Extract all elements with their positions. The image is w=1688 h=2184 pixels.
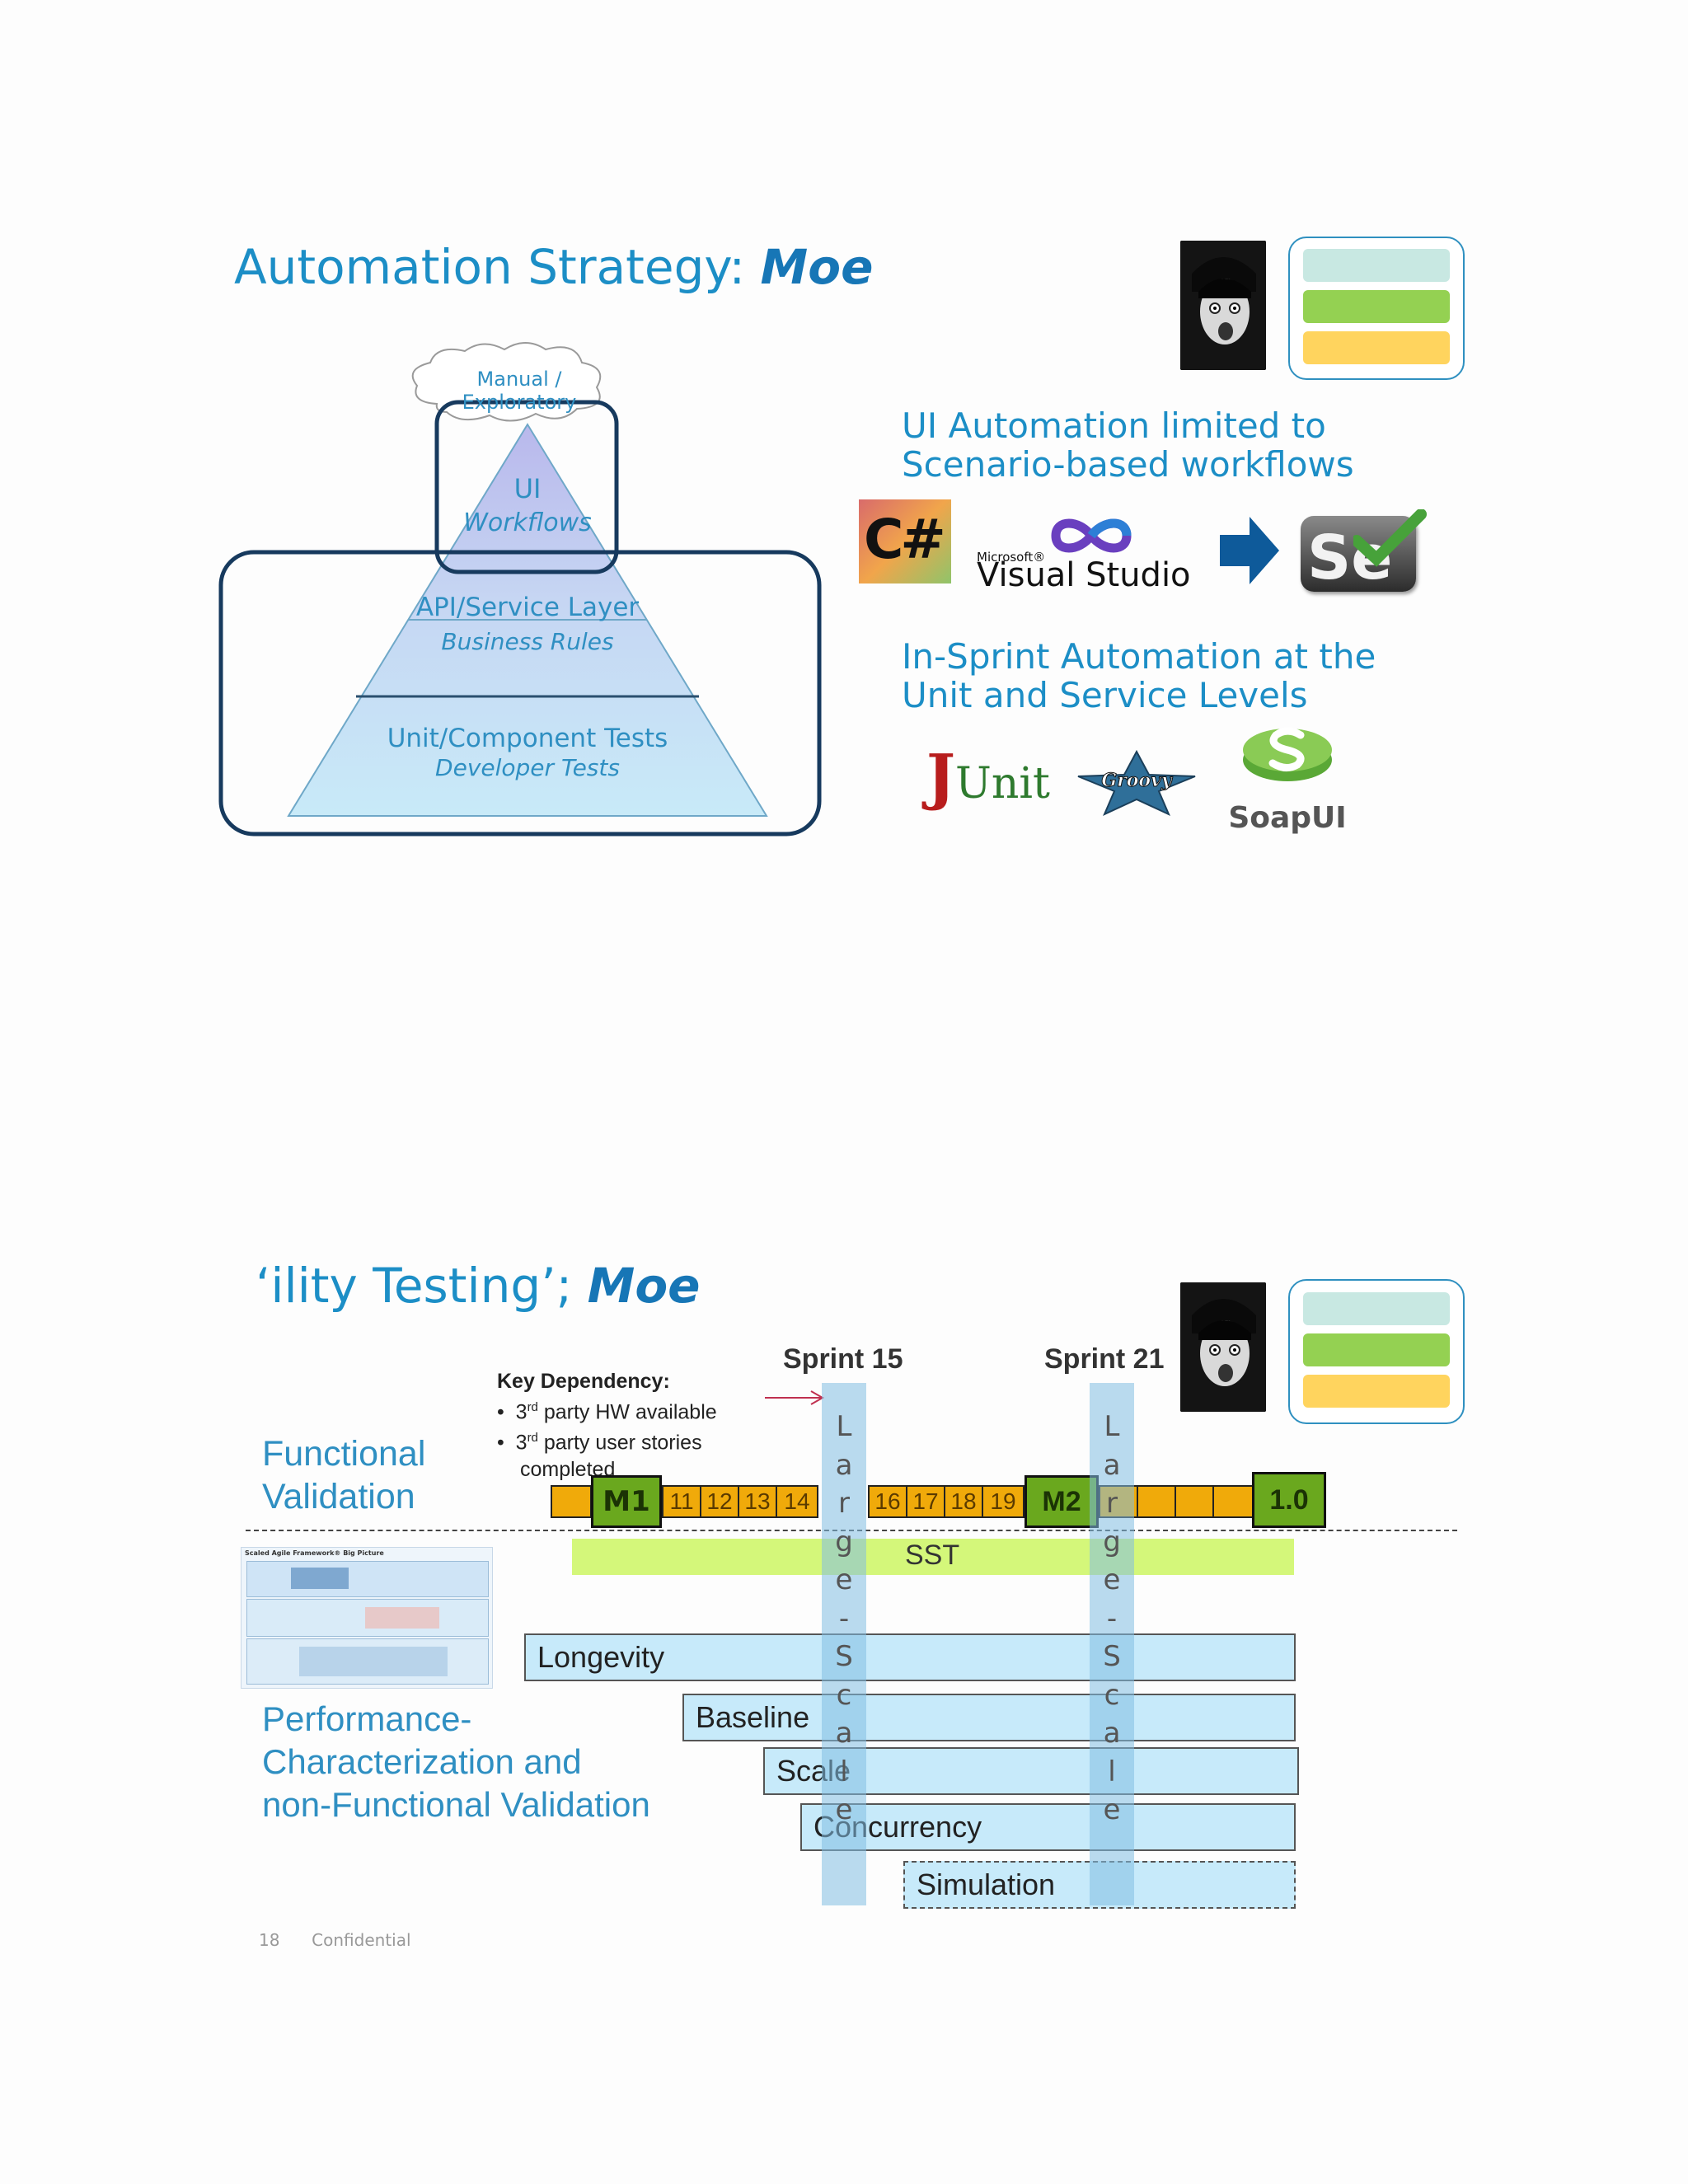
pyramid-ui-label: UI Workflows [463,473,592,537]
confidential-label: Confidential [312,1930,411,1950]
baseline-band: Baseline [682,1694,1296,1741]
legend-bar-teal [1303,1292,1450,1325]
framework-thumbnail: Scaled Agile Framework® Big Picture [241,1547,493,1689]
legend-bar-green [1303,290,1450,323]
dependency-arrow-icon [765,1390,825,1405]
groovy-logo: Groovy [1076,750,1197,816]
csharp-logo: C# [859,499,951,583]
slide2-title: ‘ility Testing’; Moe [256,1258,701,1314]
sprint-cell-18: 18 [944,1485,983,1518]
soapui-logo: SoapUI [1221,717,1353,841]
sprint-cell-17: 17 [906,1485,945,1518]
timeline-cell [1175,1485,1214,1518]
key-dependency-note: Key Dependency: • 3rd party HW available… [497,1370,717,1481]
selenium-logo: Se [1301,509,1428,595]
milestone-m2: M2 [1025,1475,1099,1528]
functional-validation-label: Functional Validation [262,1434,426,1516]
slide-footer: 18 Confidential [259,1930,411,1950]
sprint-cell-16: 16 [868,1485,907,1518]
soapui-s-icon [1243,727,1332,781]
arrow-right-icon [1220,517,1279,584]
sprint-cell-13: 13 [738,1485,777,1518]
legend-bar-yellow [1303,1375,1450,1408]
pyramid-api-label: API/Service Layer Business Rules [415,593,640,655]
color-legend-card-2 [1288,1279,1465,1424]
sprint-cell-12: 12 [700,1485,739,1518]
moe-photo [1180,241,1266,370]
visual-studio-logo: Microsoft® Visual Studio [977,515,1207,594]
moe-photo-2 [1180,1282,1266,1412]
timeline-cell [1137,1485,1176,1518]
pyramid-unit-label: Unit/Component Tests Developer Tests [387,724,668,781]
page-number: 18 [259,1930,280,1950]
large-scale-column-sprint15 [822,1383,866,1905]
milestone-release-1-0: 1.0 [1252,1472,1326,1528]
timeline-cell [1212,1485,1254,1518]
sprint-21-label: Sprint 21 [1044,1343,1165,1375]
ui-highlight-box [434,400,619,574]
junit-logo: JUnit [926,742,1050,813]
legend-bar-yellow [1303,331,1450,364]
large-scale-column-sprint21 [1090,1383,1134,1905]
sprint-cell-11: 11 [662,1485,701,1518]
star-icon [1077,750,1196,816]
checkmark-icon [1353,509,1427,567]
sprint-cell-19: 19 [982,1485,1025,1518]
insprint-automation-text: In-Sprint Automation at the Unit and Ser… [902,636,1376,715]
performance-validation-label: Performance- Characterization and non-Fu… [262,1699,650,1824]
api-unit-highlight-box [218,550,822,837]
legend-bar-green [1303,1333,1450,1366]
key-dependency-item-1: • 3rd party HW available [497,1400,717,1424]
test-pyramid-diagram [218,342,822,837]
sprint-15-label: Sprint 15 [783,1343,903,1375]
infinity-icon [1051,518,1132,553]
longevity-band: Longevity [524,1633,1296,1681]
concurrency-band: Concurrency [800,1803,1296,1851]
milestone-m1: M1 [591,1475,662,1528]
sst-label: SST [905,1540,960,1571]
key-dependency-item-2: • 3rd party user stories [497,1431,702,1455]
sst-band [572,1539,1294,1575]
slide1-title: Automation Strategy: Moe [234,239,874,295]
timeline-cell [551,1485,592,1518]
sprint-cell-14: 14 [776,1485,818,1518]
legend-bar-teal [1303,249,1450,282]
color-legend-card [1288,237,1465,380]
cloud-label: Manual / Exploratory [462,368,577,414]
ui-automation-text: UI Automation limited to Scenario-based … [902,405,1354,485]
